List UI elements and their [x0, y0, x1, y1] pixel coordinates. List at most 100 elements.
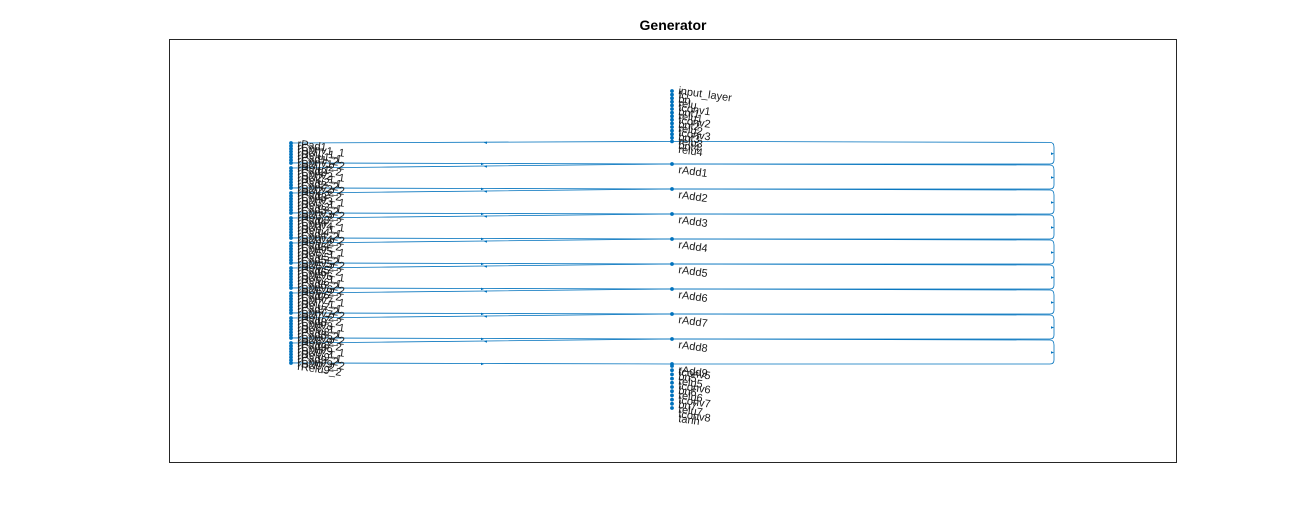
skip-arrow-radd3 — [1051, 201, 1054, 204]
node-label-rpad4-2: rPad4_2 — [297, 226, 340, 244]
skip-edge-radd1 — [671, 141, 1055, 165]
edge-to-rpad5 — [290, 238, 673, 244]
node-rbn3-2 — [289, 208, 293, 213]
axes-frame — [169, 39, 1177, 463]
node-label-radd6: rAdd6 — [678, 289, 709, 305]
edge-to-rpad7 — [290, 288, 673, 294]
node-rrelu7-1 — [289, 299, 293, 304]
node-rconv7-1 — [289, 293, 293, 298]
arrow-skip-radd1 — [481, 162, 484, 166]
arrow-skip-radd5 — [481, 262, 484, 266]
node-relu1 — [670, 110, 674, 115]
node-rpad5 — [289, 241, 293, 245]
node-rpad3-2 — [289, 202, 293, 207]
node-rpad2 — [289, 166, 293, 170]
node-rpad2-2 — [289, 177, 293, 182]
node-rpad5-2 — [289, 252, 293, 257]
node-rrelu2-1 — [289, 174, 293, 179]
node-relu3 — [670, 132, 674, 137]
arrow-to-rpad2 — [484, 165, 487, 168]
node-label-bnt3: bnt3 — [678, 131, 701, 146]
node-relu7 — [670, 397, 674, 402]
skip-arrow-radd4 — [1051, 226, 1054, 229]
skip-edge-radd9 — [671, 338, 1055, 365]
node-tconv8 — [670, 401, 674, 406]
node-label-rbn2-1: rBN2_1 — [297, 170, 336, 187]
node-rbn3-1 — [289, 196, 293, 201]
node-label-rpad1-2: rPad1_2 — [297, 151, 340, 169]
node-layer — [289, 89, 674, 410]
node-label-rbn9-1: rBN9_1 — [297, 345, 336, 362]
node-rrelu8-1 — [289, 324, 293, 329]
node-rconv6-2 — [289, 280, 293, 285]
arrow-skip-radd4 — [481, 237, 484, 241]
node-label-radd2: rAdd2 — [678, 189, 709, 205]
edge-to-rpad3 — [290, 188, 673, 194]
node-label-relu1: relu1 — [678, 110, 704, 125]
node-label-rpad9-2: rPad9_2 — [297, 351, 340, 369]
arrow-to-rpad4 — [484, 215, 487, 218]
node-label-relu: relu — [678, 98, 698, 112]
node-relu6 — [670, 385, 674, 389]
skip-edge-radd4 — [671, 213, 1055, 240]
node-tanh — [670, 406, 674, 410]
node-label-tconv3: tconv3 — [678, 127, 712, 143]
node-radd1 — [670, 162, 674, 166]
node-rconv4-2 — [289, 230, 293, 235]
node-label-tconv2: tconv2 — [678, 114, 712, 130]
skip-edge-radd2 — [671, 163, 1055, 190]
node-rpad9-2 — [289, 352, 293, 357]
node-rbn4-1 — [289, 221, 293, 226]
node-label-relu7: relu7 — [678, 404, 704, 419]
node-label-rbn6-1: rBN6_1 — [297, 270, 336, 287]
node-rconv9-1 — [289, 343, 293, 348]
node-label-relu6: relu6 — [678, 390, 704, 405]
node-label-tconv1: tconv1 — [678, 102, 712, 118]
arrow-to-rpad1 — [484, 141, 487, 144]
node-label-rpad2-2: rPad2_2 — [297, 176, 340, 194]
node-relu2 — [670, 121, 674, 126]
node-rconv2-2 — [289, 180, 293, 185]
node-label-rpad5: rPad5 — [297, 238, 328, 254]
arrow-skip-radd9 — [481, 362, 484, 366]
skip-edge-radd3 — [671, 188, 1055, 215]
node-tconv5 — [670, 364, 674, 368]
node-rconv2-1 — [289, 168, 293, 173]
figure-title: Generator — [639, 17, 707, 33]
node-rpad6-2 — [289, 277, 293, 282]
node-label-radd4: rAdd4 — [678, 239, 709, 255]
node-tconv3 — [670, 125, 674, 129]
node-label-radd7: rAdd7 — [678, 314, 709, 330]
node-label-bn6: bn6 — [678, 385, 698, 399]
skip-edge-radd5 — [671, 238, 1055, 265]
node-label-rpad9: rPad9 — [297, 338, 328, 354]
edge-to-rpad8 — [290, 313, 673, 319]
node-label-tconv7: tconv7 — [678, 394, 712, 410]
node-label-radd3: rAdd3 — [678, 214, 709, 230]
node-rbn6-1 — [289, 271, 293, 276]
skip-arrow-radd7 — [1051, 301, 1054, 304]
node-label-rbn6-2: rBN6_2 — [297, 283, 336, 300]
node-rbn8-2 — [289, 333, 293, 337]
node-rrelu1-2 — [289, 161, 293, 165]
node-bn — [670, 96, 674, 101]
node-bn6 — [670, 380, 674, 385]
node-rpad1-2 — [289, 152, 293, 157]
node-rpad7-2 — [289, 302, 293, 307]
node-label-relu4: relu4 — [678, 144, 704, 159]
node-label-bnt2: bnt2 — [678, 119, 701, 134]
node-label-rbn7-2: rBN7_2 — [297, 308, 336, 325]
node-label-rpad1: rPad1 — [297, 138, 328, 154]
node-label-tconv8: tconv8 — [678, 408, 712, 424]
node-rpad6 — [289, 266, 293, 270]
node-radd6 — [670, 287, 674, 291]
arrow-to-rpad6 — [484, 265, 487, 268]
node-rconv7-2 — [289, 305, 293, 310]
node-label-fc: fc — [678, 89, 689, 102]
node-radd7 — [670, 312, 674, 316]
skip-edge-radd7 — [671, 288, 1055, 315]
node-label-rpad2: rPad2 — [297, 163, 328, 179]
arrow-skip-radd2 — [481, 187, 484, 191]
node-label-rbn7-1: rBN7_1 — [297, 295, 336, 312]
node-relu4 — [670, 139, 674, 144]
